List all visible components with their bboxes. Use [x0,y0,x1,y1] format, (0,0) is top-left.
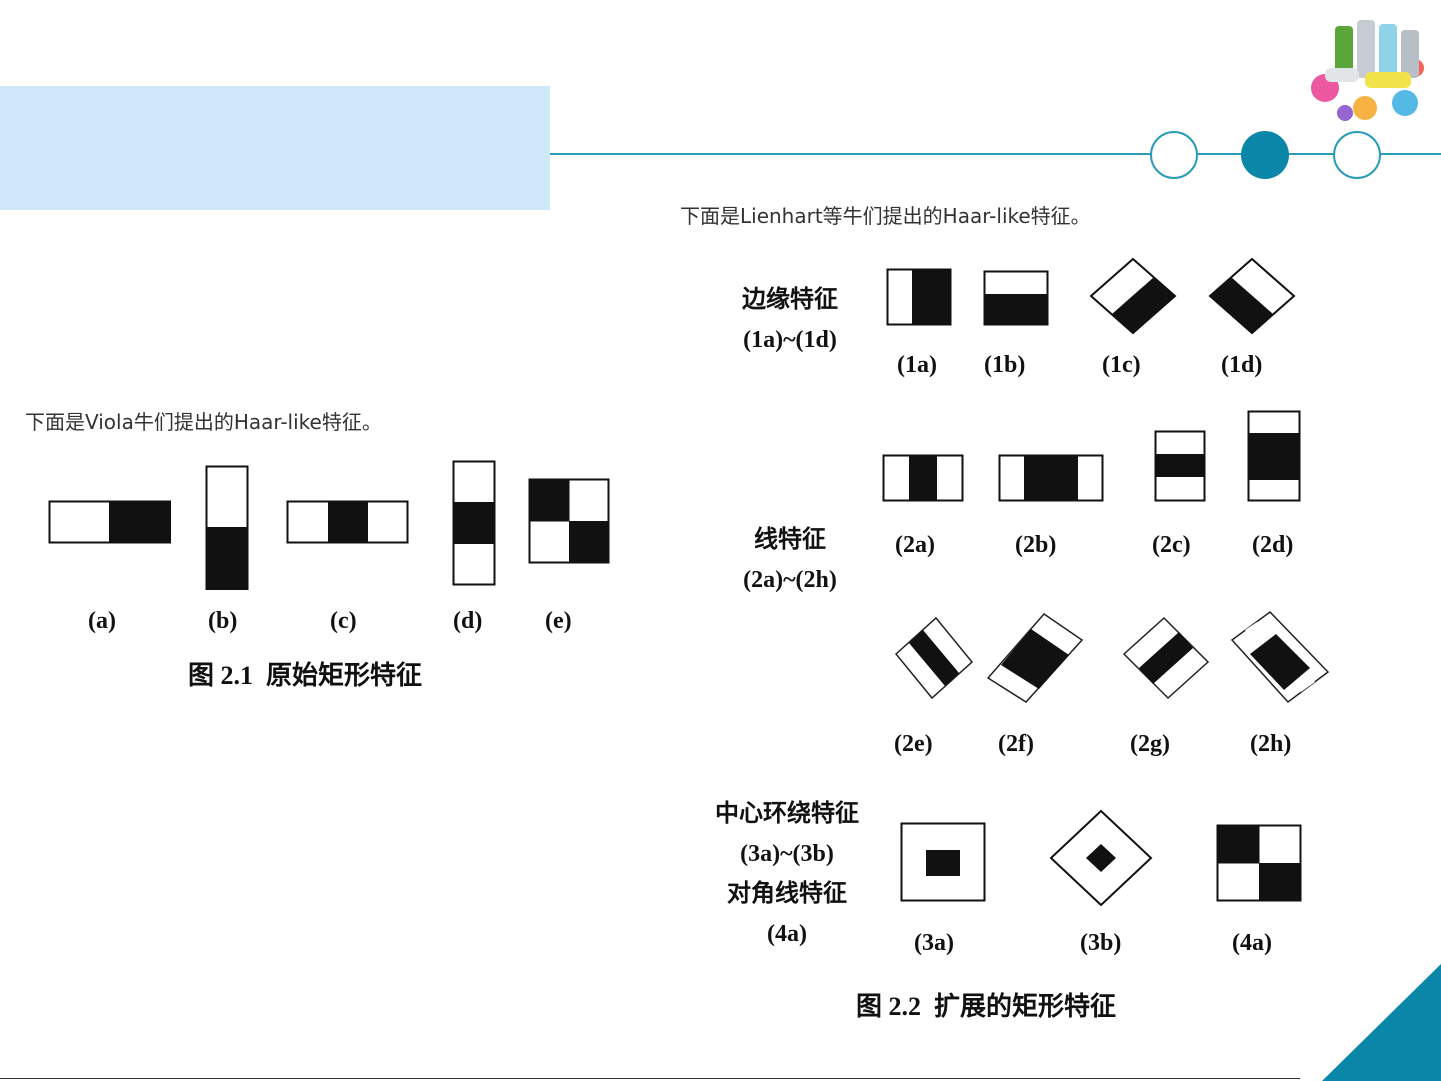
label-2c: (2c) [1152,532,1191,559]
lienhart-intro-text: 下面是Lienhart等牛们提出的Haar-like特征。 [680,200,1091,229]
feature-1a [886,268,952,326]
label-2d: (2d) [1252,532,1293,559]
feature-3a [900,822,986,902]
feature-1d [1207,256,1297,336]
feature-b [205,465,249,591]
label-3b: (3b) [1080,930,1121,957]
label-2e: (2e) [894,731,933,758]
label-e: (e) [545,608,572,635]
edge-features-title: 边缘特征 (1a)~(1d) [705,280,875,360]
feature-d [452,460,496,586]
feature-2a [882,454,964,502]
label-2h: (2h) [1250,731,1291,758]
label-1b: (1b) [984,352,1025,379]
line-features-title: 线特征 (2a)~(2h) [705,520,875,600]
feature-2b [998,454,1104,502]
label-1d: (1d) [1221,352,1262,379]
label-3a: (3a) [914,930,954,957]
header-band [0,86,550,210]
feature-3b [1048,808,1154,908]
feature-c [286,500,410,544]
center-surround-title: 中心环绕特征 (3a)~(3b) 对角线特征 (4a) [680,794,894,954]
feature-1c [1088,256,1178,336]
feature-2e [886,616,974,702]
label-2a: (2a) [895,532,935,559]
figure-2-2-caption: 图 2.2 扩展的矩形特征 [856,986,1116,1023]
feature-a [48,500,172,544]
header-circle-outline-right [1333,131,1381,179]
figure-2-1-caption: 图 2.1 原始矩形特征 [188,655,422,692]
header-circle-outline-left [1150,131,1198,179]
paint-spray-cans-image [1295,8,1441,132]
label-2b: (2b) [1015,532,1056,559]
feature-1b [983,270,1049,326]
label-1c: (1c) [1102,352,1141,379]
feature-4a [1216,824,1302,902]
label-1a: (1a) [897,352,937,379]
label-2g: (2g) [1130,731,1170,758]
feature-2c [1154,430,1206,502]
label-c: (c) [330,608,357,635]
feature-2g [1122,616,1210,702]
footer-line [0,1078,1300,1079]
feature-2f [984,610,1086,704]
corner-triangle [1322,964,1441,1081]
label-d: (d) [453,608,482,635]
header-circle-filled [1241,131,1289,179]
feature-2h [1228,610,1332,704]
label-4a: (4a) [1232,930,1272,957]
viola-intro-text: 下面是Viola牛们提出的Haar-like特征。 [25,406,382,435]
label-b: (b) [208,608,237,635]
header-line [550,153,1441,155]
label-2f: (2f) [998,731,1034,758]
label-a: (a) [88,608,116,635]
feature-2d [1247,410,1301,502]
feature-e [528,478,610,564]
